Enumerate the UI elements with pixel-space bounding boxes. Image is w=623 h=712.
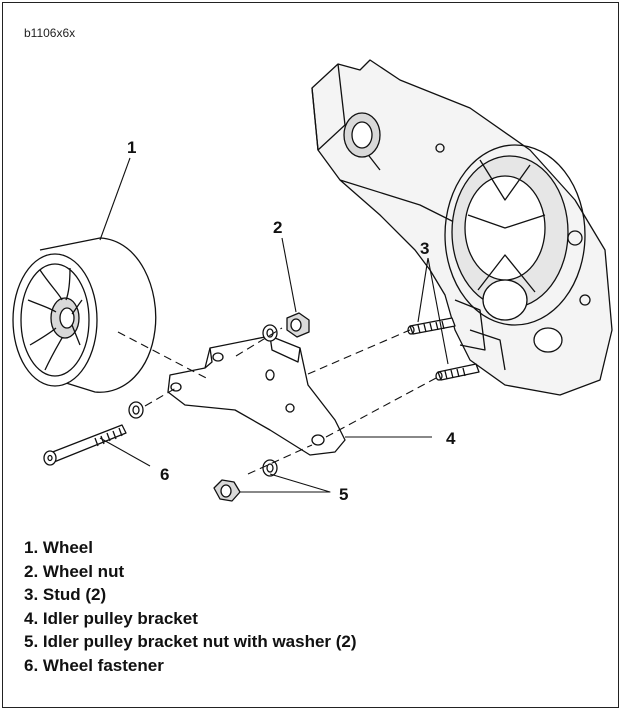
figure-id: b1106x6x: [24, 26, 76, 40]
stud-upper: [407, 317, 456, 335]
legend-item-wheel: 1. Wheel: [24, 538, 93, 557]
legend-item-bracket-nut: 5. Idler pulley bracket nut with washer …: [24, 632, 357, 651]
callout-3: 3: [420, 239, 429, 258]
engine-housing: [311, 59, 613, 396]
stud-lower: [435, 363, 480, 381]
callout-2: 2: [273, 218, 282, 237]
callout-1: 1: [127, 138, 136, 157]
legend-item-stud: 3. Stud (2): [24, 585, 107, 604]
wheel-nut-washer: [262, 324, 278, 342]
idler-pulley-bracket: [167, 335, 346, 456]
wheel-nut: [286, 312, 310, 338]
legend-item-wheel-fastener: 6. Wheel fastener: [24, 655, 164, 675]
legend-item-idler-pulley-bracket: 4. Idler pulley bracket: [24, 608, 198, 628]
leader-lines: [99, 157, 449, 493]
callout-5: 5: [339, 485, 348, 504]
parts-legend: 1. Wheel 2. Wheel nut 3. Stud (2) 4. Idl…: [24, 536, 357, 677]
assembly-lines: [117, 327, 439, 475]
callout-4: 4: [446, 429, 456, 448]
wheel: [12, 237, 157, 393]
bracket-nut: [213, 479, 241, 502]
wheel-fastener-washer: [128, 401, 144, 419]
wheel-fastener: [43, 424, 127, 466]
callout-6: 6: [160, 465, 169, 484]
bracket-nut-washer: [262, 459, 278, 477]
legend-item-wheel-nut: 2. Wheel nut: [24, 561, 125, 581]
